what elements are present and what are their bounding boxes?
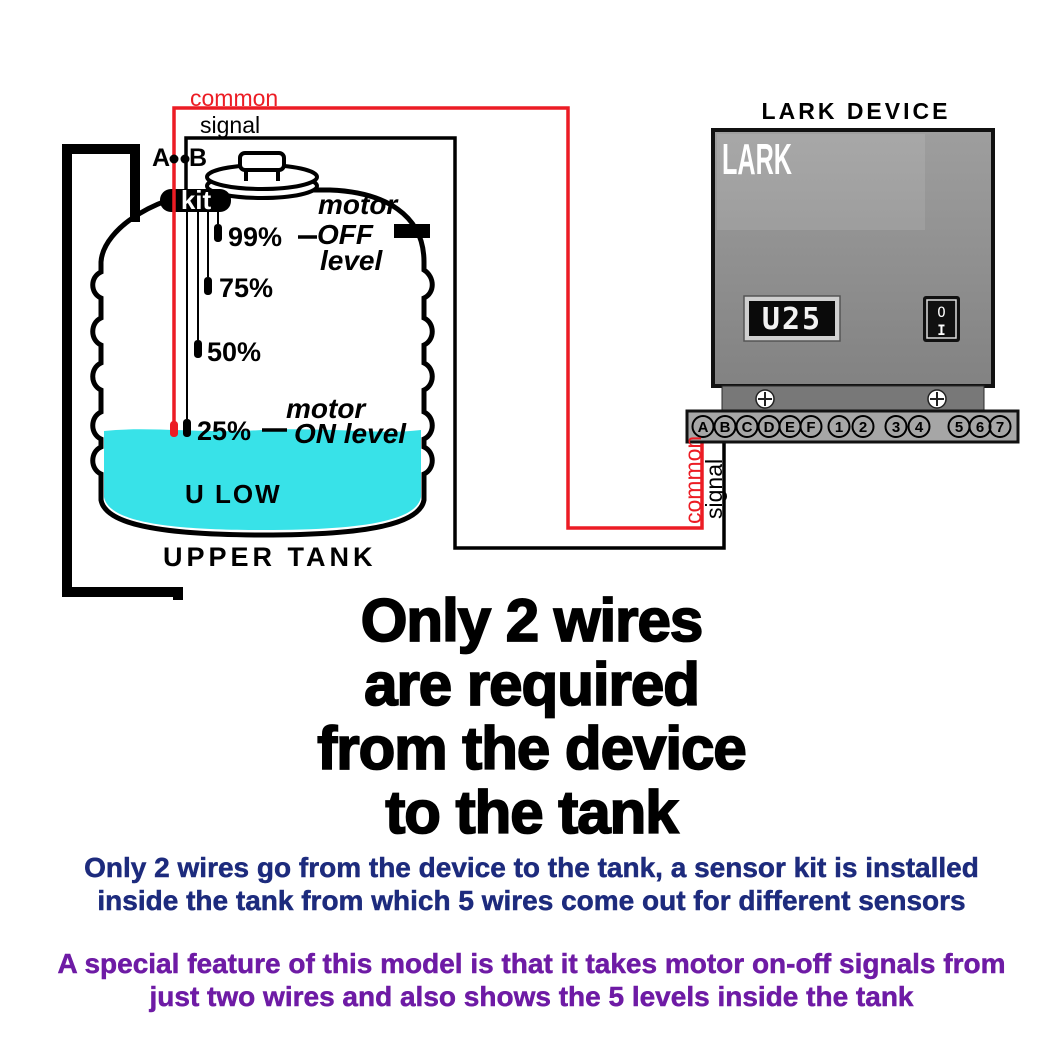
power-switch: O I [923, 296, 960, 342]
common-probe [170, 421, 178, 437]
motor-off-label-2: OFF [317, 219, 374, 250]
screw-icon [927, 389, 947, 409]
note-purple: A special feature of this model is that … [0, 947, 1063, 1013]
switch-off-glyph: O [937, 305, 945, 321]
sensor-probe-50 [194, 340, 202, 358]
headline-line: from the device [316, 715, 747, 782]
device-brand: LARK [722, 135, 792, 184]
tank-water [104, 429, 421, 530]
terminal-3: 3 [884, 415, 908, 438]
terminal-label: 4 [915, 419, 924, 436]
sensor-wires [186, 211, 219, 419]
terminal-7: 7 [988, 415, 1012, 438]
switch-rocker [926, 299, 957, 339]
terminal-label: E [785, 419, 795, 436]
kit-label: kit [181, 185, 212, 215]
terminal-label: D [764, 419, 775, 436]
note-blue-line: inside the tank from which 5 wires come … [97, 885, 966, 917]
upper-tank [62, 144, 435, 631]
terminal-label: 6 [976, 419, 984, 436]
motor-annotations: motor OFF level motor ON level [286, 189, 407, 449]
terminal-1: 1 [827, 415, 851, 438]
terminal-4: 4 [907, 415, 931, 438]
sensor-kit [160, 189, 231, 212]
label-b: B [189, 144, 207, 172]
sensor-probe-75 [204, 277, 212, 295]
terminal-label: 7 [996, 419, 1004, 436]
common-wire-label-bottom: common [680, 436, 706, 524]
common-wire-label-top: common [190, 85, 278, 111]
note-purple-line: A special feature of this model is that … [57, 948, 1006, 980]
terminal-label: A [698, 419, 709, 436]
motor-on-label-1: motor [286, 393, 367, 424]
lid-handle [238, 151, 286, 172]
terminal-f: F [799, 415, 823, 438]
level-label-25: 25% [197, 416, 251, 446]
junction-dot-b [180, 154, 190, 164]
terminal-label: F [806, 419, 815, 436]
terminal-label: C [742, 419, 753, 436]
terminal-label: 1 [835, 419, 843, 436]
switch-on-glyph: I [937, 323, 945, 339]
motor-on-label-2: ON level [294, 418, 407, 449]
note-purple-line: just two wires and also shows the 5 leve… [149, 981, 914, 1013]
tank-pipe [62, 144, 183, 631]
headline-line: Only 2 wires [360, 587, 704, 654]
wire-signal [184, 136, 726, 550]
note-blue: Only 2 wires go from the device to the t… [0, 851, 1063, 917]
terminal-label: B [720, 419, 731, 436]
seven-segment-display: U25 [743, 295, 841, 342]
signal-wire-label-top: signal [200, 112, 260, 138]
terminal-strip: A B C D E [685, 409, 1020, 444]
headline-line: are required [363, 651, 701, 718]
terminal-label: 5 [955, 419, 963, 436]
junction-dot-a [169, 154, 179, 164]
headline: Only 2 wires are required from the devic… [0, 587, 1063, 846]
terminal-label: 2 [859, 419, 867, 436]
label-a: A [152, 144, 170, 172]
device-body [711, 128, 995, 388]
sensor-probe-25 [183, 419, 191, 437]
diagram-canvas: A B common signal kit 99% 75% 50% 25% mo… [62, 85, 1020, 631]
lark-device: LARK DEVICE LARK U25 O I [680, 98, 1020, 524]
level-label-99: 99% [228, 222, 282, 252]
terminal-2: 2 [851, 415, 875, 438]
device-title: LARK DEVICE [762, 98, 951, 124]
overflow-stub [394, 224, 430, 238]
signal-wire-label-bottom: signal [701, 459, 727, 519]
display-value: U25 [762, 302, 822, 337]
motor-off-label-1: motor [318, 189, 399, 220]
display-screen [749, 301, 835, 336]
device-highlight [717, 134, 925, 230]
headline-line: to the tank [384, 779, 679, 846]
terminal-label: 3 [892, 419, 900, 436]
tank-caption: UPPER TANK [163, 542, 377, 572]
motor-off-label-3: level [320, 245, 383, 276]
sensor-probe-99 [214, 224, 222, 242]
screw-icon [755, 389, 775, 409]
water-level-label: U LOW [185, 479, 282, 509]
note-blue-line: Only 2 wires go from the device to the t… [84, 852, 979, 884]
level-label-50: 50% [207, 337, 261, 367]
tank-lid [205, 151, 319, 200]
level-label-75: 75% [219, 273, 273, 303]
tank-outline [90, 187, 435, 538]
